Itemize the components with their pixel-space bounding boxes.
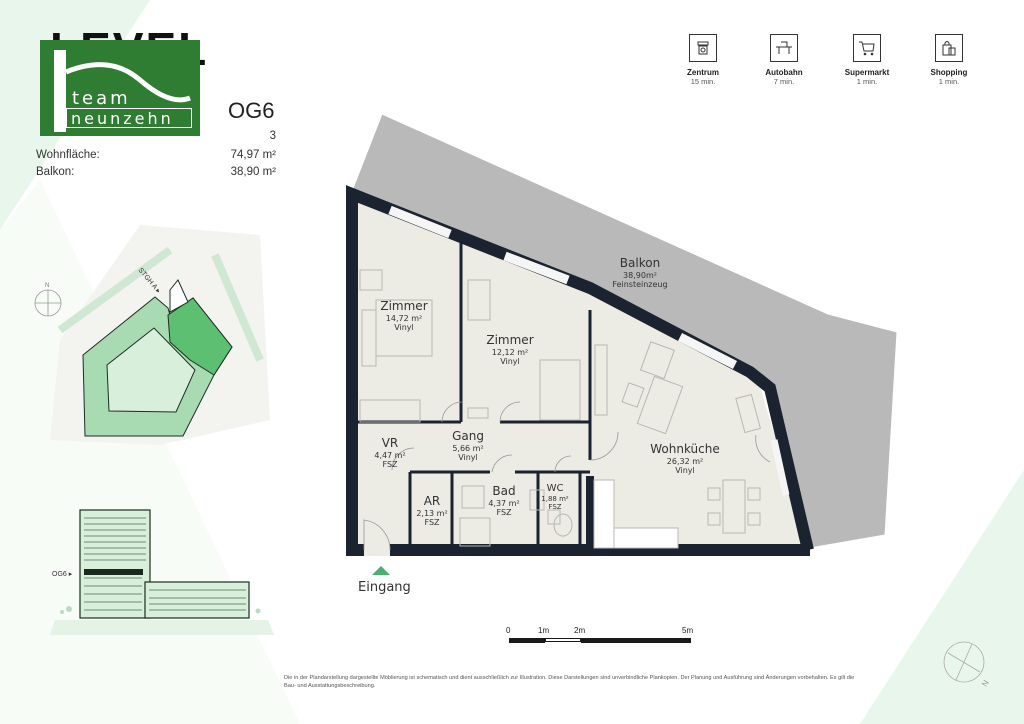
entrance-label: Eingang (358, 580, 411, 595)
current-floor-highlight (84, 569, 143, 575)
info-row-balcony: Balkon: 38,90 m² (36, 166, 276, 178)
site-plan: STGH A ▸ N (34, 225, 270, 445)
company-logo: team neunzehn (40, 40, 200, 136)
disclaimer-text: Die in der Plandarstellung dargestellte … (284, 675, 855, 690)
building-section: OG6 ▸ (50, 509, 274, 635)
compass-icon: N (943, 641, 991, 688)
room-gang: Gang 5,66 m² Vinyl (452, 429, 484, 462)
room-wc: WC 1,88 m² FSZ (541, 483, 569, 511)
floor-plan (346, 113, 898, 556)
svg-text:N: N (980, 678, 991, 688)
shopping-cart-icon (853, 34, 881, 62)
info-row-rooms: Zimmer: 3 (269, 130, 276, 142)
room-zimmer-2: Zimmer 12,12 m² Vinyl (486, 333, 534, 366)
shopping-bag-icon (935, 34, 963, 62)
north-arrow-icon: N (34, 283, 62, 317)
poi-shopping: Shopping 1 min. (914, 34, 984, 86)
room-wohnkueche: Wohnküche 26,32 m² Vinyl (650, 442, 720, 475)
section-floor-marker: OG6 ▸ (52, 571, 73, 578)
poi-autobahn: Autobahn 7 min. (749, 34, 819, 86)
city-center-icon (689, 34, 717, 62)
logo-text-team: team (72, 88, 131, 109)
floor-label: OG6 (228, 98, 275, 123)
entrance-arrow-icon (372, 566, 390, 575)
scale-bar: 0 1m 2m 5m (506, 626, 706, 648)
room-balkon: Balkon 38,90m² Feinsteinzeug (612, 256, 668, 289)
highway-icon (770, 34, 798, 62)
info-row-living-area: Wohnfläche: 74,97 m² (36, 149, 276, 161)
logo-text-neunzehn: neunzehn (66, 108, 192, 128)
room-ar: AR 2,13 m² FSZ (416, 494, 448, 527)
svg-text:N: N (45, 283, 49, 289)
room-vr: VR 4,47 m² FSZ (374, 436, 406, 469)
room-zimmer-1: Zimmer 14,72 m² Vinyl (380, 299, 428, 332)
room-bad: Bad 4,37 m² FSZ (488, 484, 520, 517)
logo-mark-icon (54, 50, 191, 132)
poi-supermarkt: Supermarkt 1 min. (832, 34, 902, 86)
poi-zentrum: Zentrum 15 min. (668, 34, 738, 86)
